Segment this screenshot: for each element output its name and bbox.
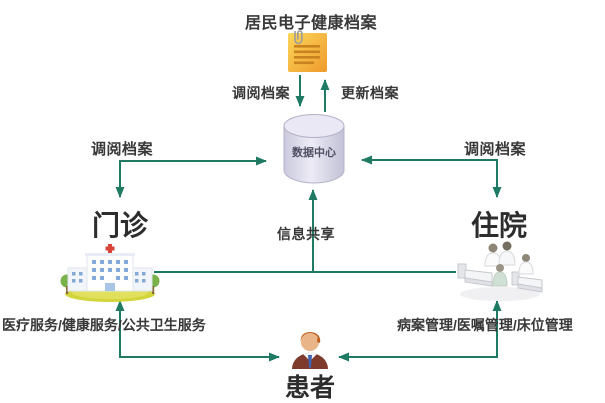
patient-node-label: 患者: [284, 374, 335, 402]
document-icon: [283, 27, 331, 75]
patient-person-icon: [289, 326, 331, 370]
hospital-building-icon: [58, 241, 162, 303]
database-cylinder-icon: [282, 113, 346, 185]
edge-label-retrieve-right: 调阅档案: [464, 141, 527, 158]
edge-label-retrieve-left: 调阅档案: [91, 141, 154, 158]
edge-label-update: 更新档案: [341, 85, 399, 101]
edge-label-info-sharing: 信息共享: [277, 226, 335, 242]
outpatient-node-label: 门诊: [91, 210, 148, 241]
hospital-ward-icon: [452, 240, 548, 304]
data-center-label: 数据中心: [292, 147, 336, 159]
inpatient-node-label: 住院: [470, 210, 527, 241]
edge-label-inpatient-services: 病案管理/医嘱管理/床位管理: [397, 317, 573, 333]
ehr-node-label: 居民电子健康档案: [244, 15, 377, 32]
edge-label-retrieve-top: 调阅档案: [232, 85, 290, 101]
edge-label-outpatient-services: 医疗服务/健康服务/公共卫生服务: [2, 317, 206, 333]
